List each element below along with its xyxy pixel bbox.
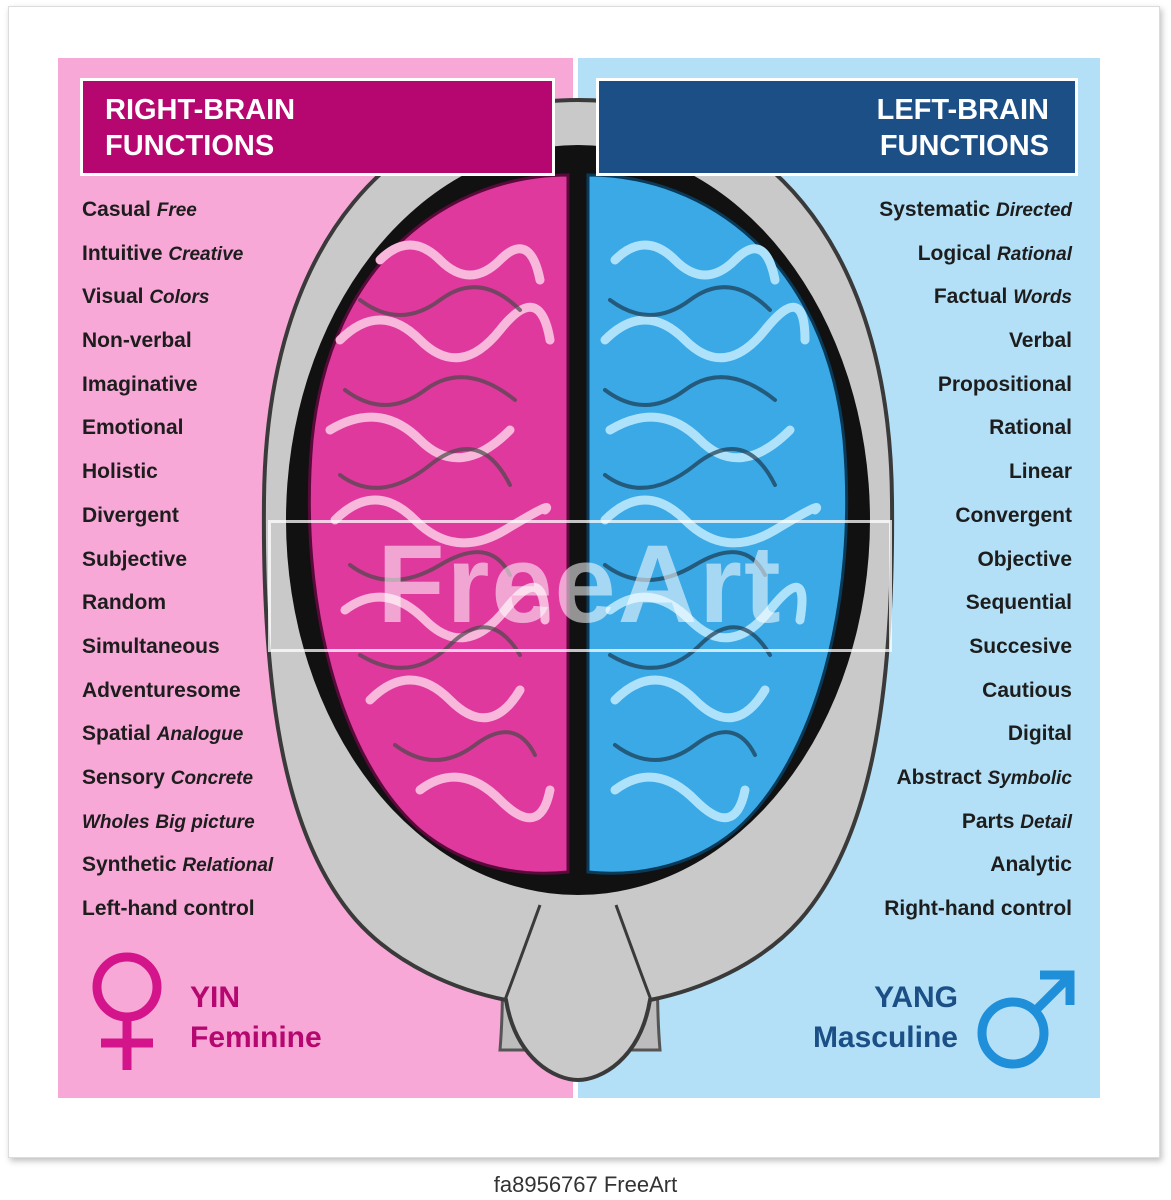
list-item: Sensory Concrete: [82, 765, 254, 789]
list-item: Abstract Symbolic: [896, 765, 1072, 789]
list-item: Verbal: [1008, 329, 1072, 353]
list-item: Factual Words: [933, 285, 1072, 309]
right-brain-function-list: Casual Free Intuitive Creative Visual Co…: [82, 192, 382, 935]
left-hemisphere: [586, 173, 849, 875]
right-brain-header: RIGHT-BRAIN FUNCTIONS: [80, 78, 555, 176]
list-item: Non-verbal: [82, 329, 192, 353]
list-item: Propositional: [937, 372, 1072, 396]
list-item: Rational: [989, 416, 1072, 440]
list-item: Imaginative: [82, 372, 198, 396]
list-item: Linear: [1008, 460, 1072, 484]
list-item: Simultaneous: [82, 634, 220, 658]
list-item: Intuitive Creative: [82, 241, 244, 265]
yang-title: YANG: [874, 981, 958, 1014]
list-item: Parts Detail: [961, 809, 1072, 833]
list-item: Succesive: [969, 634, 1072, 658]
left-brain-title-line2: FUNCTIONS: [879, 130, 1049, 162]
yin-label: YIN Feminine: [190, 978, 322, 1058]
list-item: Digital: [1007, 722, 1072, 746]
list-item: Convergent: [955, 503, 1072, 527]
yang-label: YANG Masculine: [780, 978, 958, 1058]
list-item: Analytic: [990, 853, 1072, 877]
list-item: Subjective: [82, 547, 188, 571]
right-brain-title-line2: FUNCTIONS: [105, 130, 275, 162]
list-item: Spatial Analogue: [82, 722, 244, 746]
list-item: Left-hand control: [82, 897, 255, 920]
list-item: Random: [82, 591, 166, 615]
yin-title: YIN: [190, 981, 241, 1014]
list-item: Emotional: [82, 416, 184, 440]
venus-symbol-icon: [92, 952, 162, 1070]
left-brain-header: LEFT-BRAIN FUNCTIONS: [596, 78, 1078, 176]
list-item: Sequential: [965, 591, 1072, 615]
left-hemisphere-folds: [600, 240, 822, 823]
list-item: Visual Colors: [82, 285, 210, 309]
list-item: Wholes Big picture: [82, 811, 255, 833]
list-item: Cautious: [982, 678, 1072, 702]
feminine-label: Feminine: [190, 1021, 322, 1054]
list-item: Objective: [977, 547, 1072, 571]
right-hemisphere-folds: [325, 240, 555, 823]
list-item: Synthetic Relational: [82, 853, 274, 877]
watermark: FreeArt: [268, 520, 892, 652]
list-item: Divergent: [82, 503, 179, 527]
mars-symbol-icon: [977, 970, 1075, 1069]
masculine-label: Masculine: [812, 1021, 958, 1054]
list-item: Holistic: [82, 460, 158, 484]
left-brain-title-line1: LEFT-BRAIN: [876, 94, 1049, 126]
list-item: Right-hand control: [884, 897, 1072, 920]
list-item: Logical Rational: [917, 241, 1072, 265]
list-item: Adventuresome: [82, 678, 241, 702]
right-brain-title-line1: RIGHT-BRAIN: [105, 94, 296, 126]
left-brain-function-list: Systematic Directed Logical Rational Fac…: [770, 192, 1072, 935]
list-item: Casual Free: [82, 198, 197, 221]
list-item: Systematic Directed: [879, 198, 1072, 221]
image-caption: fa8956767 FreeArt: [493, 1172, 678, 1197]
